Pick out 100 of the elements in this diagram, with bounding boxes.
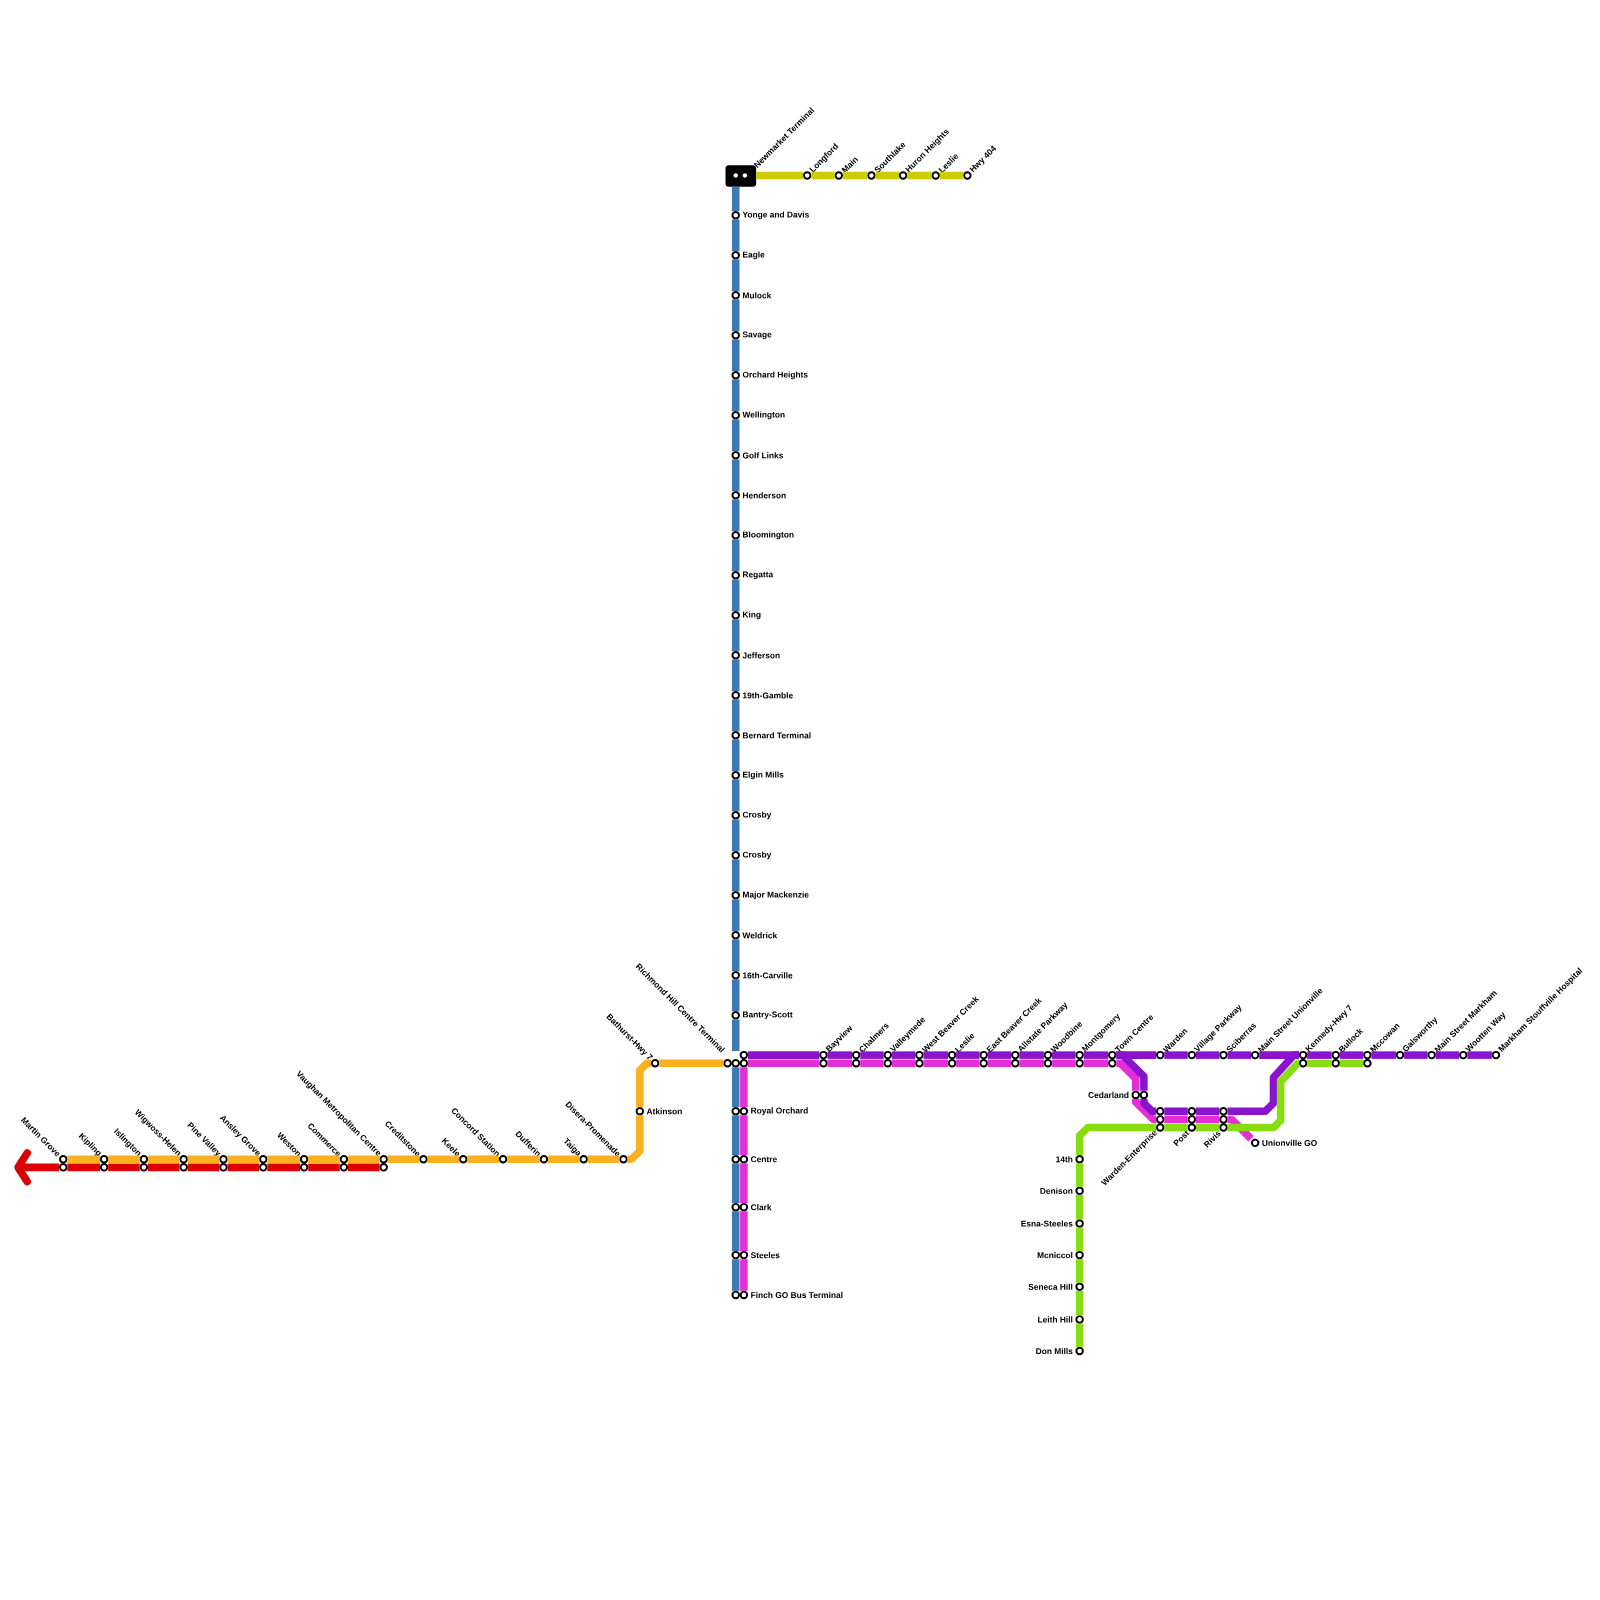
station-name: Weldrick [742, 932, 778, 939]
station-marker [1219, 1050, 1228, 1060]
station-marker [731, 451, 740, 460]
station-name: 19th-Gamble [742, 692, 793, 699]
station-name: Regatta [743, 571, 774, 580]
station-name: Cedarland [1088, 1091, 1129, 1098]
station-marker [731, 691, 740, 700]
station-name: Savage [742, 331, 772, 340]
station-marker [883, 1050, 892, 1068]
station-marker [731, 371, 740, 380]
station-name: Unionville GO [1262, 1139, 1317, 1146]
station-marker [931, 171, 940, 180]
station-name: Mulock [743, 292, 772, 299]
station-marker [731, 931, 740, 940]
station-marker [1156, 1050, 1165, 1060]
transit-line [1131, 1098, 1157, 1124]
station-name: Don Mills [1036, 1348, 1073, 1355]
station-marker [898, 171, 908, 180]
station-marker [731, 531, 740, 540]
station-marker [731, 291, 740, 300]
station-name: Bloomington [743, 531, 794, 540]
station-marker [731, 651, 740, 660]
station-marker [1075, 1219, 1084, 1228]
station-name: Elgin Mills [743, 771, 784, 780]
station-marker [1108, 1050, 1117, 1068]
station-name: Finch GO Bus Terminal [751, 1291, 843, 1298]
station-marker [819, 1050, 828, 1068]
station-name: Clark [751, 1204, 772, 1211]
station-marker [635, 1107, 645, 1116]
station-name: Henderson [743, 492, 786, 499]
station-marker [179, 1154, 188, 1172]
station-marker [731, 331, 740, 340]
station-marker [1075, 1154, 1084, 1164]
station-marker [619, 1154, 628, 1164]
station-marker [802, 171, 812, 180]
station-name: Crosby [742, 811, 772, 820]
station-marker [731, 811, 740, 820]
station-marker [731, 571, 740, 580]
station-name: Hwy 404 [969, 145, 997, 173]
station-name: Orchard Heights [742, 371, 808, 380]
station-name: Bernard Terminal [743, 732, 811, 739]
station-marker [1075, 1186, 1084, 1196]
station-name: Royal Orchard [751, 1107, 808, 1116]
station-marker [498, 1154, 508, 1164]
station-name: Denison [1040, 1187, 1073, 1194]
station-marker [834, 171, 843, 180]
station-name: Crosby [742, 851, 772, 860]
station-marker [1427, 1050, 1436, 1060]
station-marker [1219, 1107, 1228, 1132]
station-marker [731, 771, 740, 780]
station-marker [99, 1154, 109, 1172]
station-marker [1363, 1050, 1372, 1068]
station-name: Wellington [742, 411, 785, 420]
station-marker [259, 1154, 268, 1172]
station-marker [1459, 1050, 1468, 1060]
station-marker [59, 1154, 68, 1172]
station-name: Jefferson [742, 652, 780, 659]
station-marker [1011, 1050, 1020, 1068]
station-marker [139, 1154, 149, 1172]
station-marker [731, 1290, 749, 1300]
station-name: Major Mackenzie [743, 891, 809, 900]
station-marker [1075, 1282, 1084, 1291]
station-name: Yonge and Davis [742, 211, 809, 220]
station-name: Steeles [750, 1252, 780, 1259]
station-name: Golf Links [742, 452, 783, 459]
station-marker [963, 171, 972, 180]
station-name: King [743, 611, 761, 620]
station-name: Seneca Hill [1028, 1283, 1073, 1290]
station-marker [1250, 1050, 1260, 1060]
station-marker [947, 1050, 957, 1068]
station-marker [1331, 1050, 1340, 1068]
station-marker [731, 891, 740, 900]
station-marker [1156, 1107, 1165, 1132]
station-marker [579, 1154, 588, 1164]
station-marker [731, 211, 740, 220]
station-marker [731, 971, 740, 980]
station-marker [731, 851, 740, 860]
station-name: Eagle [743, 251, 765, 260]
station-marker [459, 1154, 468, 1164]
station-marker [1491, 1050, 1501, 1060]
station-marker [1395, 1050, 1405, 1060]
station-marker [731, 731, 740, 740]
station-marker [539, 1154, 549, 1164]
station-marker [1187, 1107, 1197, 1132]
station-marker [650, 1059, 660, 1068]
transit-line [1075, 1123, 1157, 1156]
station-marker [1075, 1315, 1084, 1324]
station-marker [1075, 1250, 1084, 1260]
station-name: 14th [1056, 1156, 1073, 1163]
station-marker [1043, 1050, 1053, 1068]
station-marker [219, 1154, 228, 1172]
station-marker [419, 1154, 428, 1164]
station-marker [339, 1154, 349, 1172]
station-name: 16th-Carville [742, 972, 793, 979]
station-marker [723, 1050, 749, 1068]
station-marker [731, 1250, 749, 1260]
station-marker [1075, 1050, 1084, 1068]
station-marker [1075, 1346, 1084, 1356]
station-marker [731, 1107, 749, 1116]
station-marker [379, 1154, 388, 1172]
